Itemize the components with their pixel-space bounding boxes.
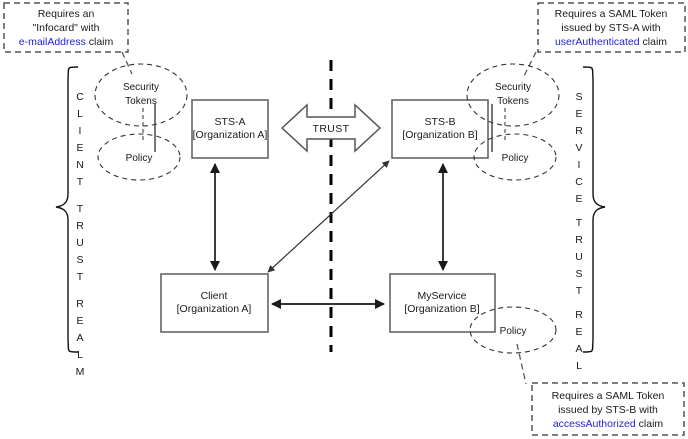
svg-text:A: A — [76, 332, 83, 344]
node-sts-a-label-line2: [Organization A] — [193, 129, 268, 141]
svg-text:U: U — [575, 251, 583, 263]
svg-text:C: C — [575, 176, 583, 188]
trust-arrow: TRUST — [280, 103, 382, 153]
service-realm-brace — [582, 66, 606, 353]
callout-saml-sts-b-line1: Requires a SAML Token — [552, 390, 665, 402]
svg-text:T: T — [576, 285, 583, 297]
node-client-label-line2: [Organization A] — [177, 303, 252, 315]
client-trust-realm: C L I E N T T R U S T R E A L M — [55, 66, 85, 378]
callout-saml-sts-b-claim-suffix: claim — [636, 418, 664, 430]
node-sts-b[interactable]: STS-B [Organization B] — [391, 99, 489, 159]
svg-text:E: E — [575, 193, 582, 205]
node-myservice-box[interactable] — [389, 273, 496, 333]
ellipse-policy-service-label: Policy — [500, 326, 527, 337]
ellipse-policy-a-shape[interactable] — [97, 133, 181, 181]
svg-text:R: R — [76, 220, 84, 232]
service-realm-letters: S E R V I C E T R U S T R E A L — [575, 91, 583, 372]
svg-text:R: R — [575, 309, 583, 321]
service-trust-realm: S E R V I C E T R U S T R E A L — [575, 66, 606, 372]
node-myservice[interactable]: MyService [Organization B] — [389, 273, 496, 333]
svg-text:T: T — [77, 203, 84, 215]
svg-text:R: R — [575, 125, 583, 137]
callout-infocard-line3: e-mailAddress claim — [19, 36, 114, 48]
callout-infocard-line2: "Infocard" with — [33, 22, 100, 34]
callout-saml-sts-a-line1: Requires a SAML Token — [555, 8, 668, 20]
callout-saml-sts-b: Requires a SAML Token issued by STS-B wi… — [516, 343, 685, 436]
ellipse-security-tokens-b-line2: Tokens — [497, 96, 529, 107]
trust-arrow-label: TRUST — [313, 123, 350, 135]
client-realm-letters: C L I E N T T R U S T R E A L M — [76, 91, 85, 378]
node-sts-b-label-line1: STS-B — [425, 116, 456, 128]
svg-text:T: T — [576, 217, 583, 229]
callout-infocard-line1: Requires an — [38, 8, 95, 20]
callout-saml-sts-b-box — [531, 382, 685, 436]
node-client-label-line1: Client — [201, 290, 228, 302]
node-client[interactable]: Client [Organization A] — [160, 273, 269, 333]
svg-text:R: R — [76, 298, 84, 310]
callout-saml-sts-b-claim: accessAuthorized — [553, 418, 636, 430]
callout-infocard-claim: e-mailAddress — [19, 36, 86, 48]
ellipse-policy-service-shape[interactable] — [469, 306, 557, 354]
ellipse-security-tokens-a-shape[interactable] — [94, 63, 188, 127]
svg-text:T: T — [77, 176, 84, 188]
svg-text:C: C — [76, 91, 84, 103]
ellipse-policy-b-shape[interactable] — [473, 133, 557, 181]
ellipse-policy-b[interactable]: Policy — [473, 133, 557, 181]
svg-text:S: S — [575, 91, 582, 103]
node-sts-b-box[interactable] — [391, 99, 489, 159]
callout-saml-sts-b-tail — [516, 343, 527, 385]
ellipse-security-tokens-a[interactable]: Security Tokens — [94, 63, 188, 127]
node-sts-a-box[interactable] — [191, 99, 269, 159]
svg-text:T: T — [77, 271, 84, 283]
svg-text:M: M — [76, 366, 85, 378]
connector-client-sts-b — [267, 160, 390, 273]
node-sts-a-label-line1: STS-A — [215, 116, 246, 128]
callout-infocard-claim-suffix: claim — [86, 36, 114, 48]
svg-text:U: U — [76, 237, 84, 249]
svg-text:N: N — [76, 159, 84, 171]
node-client-box[interactable] — [160, 273, 269, 333]
svg-text:A: A — [575, 343, 582, 355]
svg-text:I: I — [79, 125, 82, 137]
callout-saml-sts-a-box — [537, 2, 686, 53]
ellipse-security-tokens-b-shape[interactable] — [466, 63, 560, 127]
callout-saml-sts-b-line2: issued by STS-B with — [558, 404, 658, 416]
node-sts-b-label-line2: [Organization B] — [402, 129, 477, 141]
callout-infocard: Requires an "Infocard" with e-mailAddres… — [3, 2, 133, 75]
callout-infocard-tail — [121, 51, 133, 75]
callout-saml-sts-a-tail — [523, 51, 537, 77]
svg-text:L: L — [576, 360, 582, 372]
node-myservice-label-line2: [Organization B] — [404, 303, 479, 315]
callout-infocard-box — [3, 2, 129, 53]
svg-text:L: L — [77, 108, 83, 120]
ellipse-security-tokens-b-line1: Security — [495, 82, 531, 93]
svg-text:S: S — [575, 268, 582, 280]
ellipse-policy-a-label: Policy — [126, 153, 153, 164]
ellipse-policy-service[interactable]: Policy — [469, 306, 557, 354]
ellipse-security-tokens-a-line2: Tokens — [125, 96, 157, 107]
callout-saml-sts-a: Requires a SAML Token issued by STS-A wi… — [523, 2, 686, 77]
svg-text:R: R — [575, 234, 583, 246]
ellipse-security-tokens-b[interactable]: Security Tokens — [466, 63, 560, 127]
callout-saml-sts-a-line3: userAuthenticated claim — [555, 36, 667, 48]
svg-text:E: E — [575, 108, 582, 120]
callout-saml-sts-b-line3: accessAuthorized claim — [553, 418, 664, 430]
node-sts-a[interactable]: STS-A [Organization A] — [191, 99, 269, 159]
svg-text:S: S — [76, 254, 83, 266]
svg-text:V: V — [575, 142, 582, 154]
ellipse-policy-a[interactable]: Policy — [97, 133, 181, 181]
svg-text:E: E — [575, 326, 582, 338]
svg-text:E: E — [76, 142, 83, 154]
svg-text:L: L — [77, 349, 83, 361]
trust-arrow-shape — [280, 103, 382, 153]
callout-saml-sts-a-claim: userAuthenticated — [555, 36, 640, 48]
node-myservice-label-line1: MyService — [417, 290, 466, 302]
callout-saml-sts-a-line2: issued by STS-A with — [561, 22, 660, 34]
svg-text:I: I — [578, 159, 581, 171]
svg-text:E: E — [76, 315, 83, 327]
ellipse-security-tokens-a-line1: Security — [123, 82, 159, 93]
callout-saml-sts-a-claim-suffix: claim — [640, 36, 668, 48]
ellipse-policy-b-label: Policy — [502, 153, 529, 164]
client-realm-brace — [55, 66, 79, 353]
